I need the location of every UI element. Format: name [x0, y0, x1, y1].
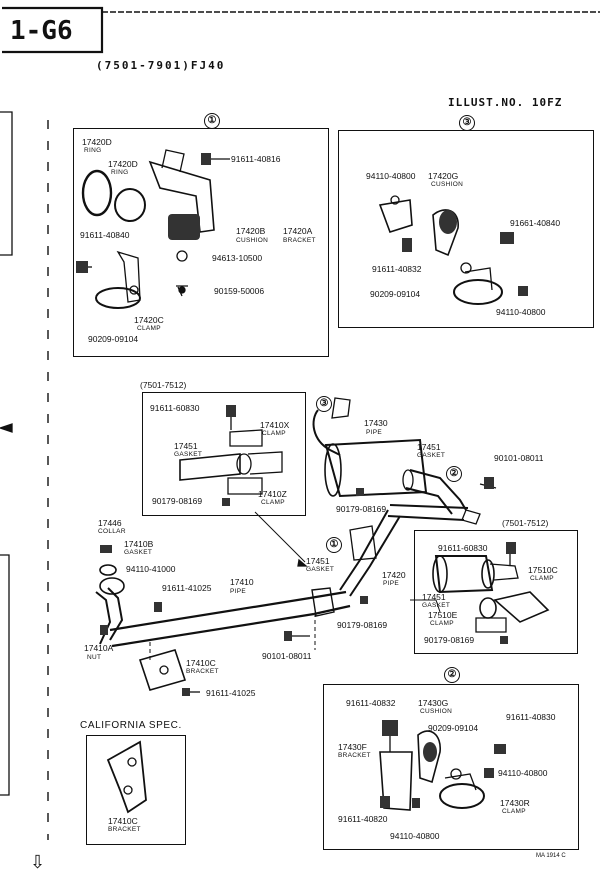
part-91611-40820: 91611-40820 [338, 814, 388, 824]
cushion-label-3: CUSHION [431, 181, 464, 188]
part-17510e: 17510E [428, 610, 458, 620]
main-marker-1: ① [326, 537, 342, 553]
part-91661-40840: 91661-40840 [510, 218, 561, 228]
part-94110-40800-b2: 94110-40800 [390, 831, 440, 841]
down-arrow-icon: ⇩ [30, 852, 46, 872]
part-91611-60830: 91611-60830 [150, 403, 200, 413]
part-90179-08169-top: 90179-08169 [152, 496, 203, 506]
part-17410c-cal: 17410C [108, 816, 138, 826]
section-1-marker: ① [204, 113, 220, 129]
part-90179-08169-ir: 90179-08169 [424, 635, 475, 645]
inset-right-range: (7501-7512) [502, 518, 549, 528]
part-17451-top: 17451 [174, 441, 198, 451]
part-17410b: 17410B [124, 539, 154, 549]
part-94110-40800-a: 94110-40800 [366, 171, 416, 181]
part-94613-10500: 94613-10500 [212, 253, 263, 263]
part-90209-09104-3: 90209-09104 [370, 289, 421, 299]
part-90101-08011-low: 90101-08011 [262, 651, 312, 661]
illustration-number: ILLUST.NO. 10FZ [448, 96, 563, 109]
part-91611-40832: 91611-40832 [372, 264, 422, 274]
bracket-cal-label: BRACKET [108, 826, 141, 833]
nut-label: NUT [87, 654, 102, 661]
gasket-c-label: GASKET [306, 566, 335, 573]
inset-right-box [414, 530, 578, 654]
part-17420b: 17420B [236, 226, 266, 236]
clamp-e-label: CLAMP [430, 620, 454, 627]
part-90209-09104: 90209-09104 [88, 334, 139, 344]
part-90209-09104-2: 90209-09104 [428, 723, 479, 733]
part-90159-50006: 90159-50006 [214, 286, 265, 296]
figure-code: MA 1914 C [536, 853, 566, 859]
part-94110-41000: 94110-41000 [126, 564, 176, 574]
pipe-tail-label: PIPE [366, 429, 383, 436]
cushion-label: CUSHION [236, 237, 269, 244]
part-17410a: 17410A [84, 643, 114, 653]
gasket-r-label: GASKET [417, 452, 446, 459]
bracket-2-label: BRACKET [338, 752, 371, 759]
part-17451-r: 17451 [417, 442, 441, 452]
section-2-box [323, 684, 579, 850]
clamp-2-label: CLAMP [502, 808, 526, 815]
gasket-ir-label: GASKET [422, 602, 451, 609]
part-17430f: 17430F [338, 742, 367, 752]
inset-top-box [142, 392, 306, 516]
cushion-2-label: CUSHION [420, 708, 453, 715]
model-range: (7501-7901)FJ40 [96, 59, 226, 72]
collar-label: COLLAR [98, 528, 126, 535]
california-box [86, 735, 186, 845]
part-17420g: 17420G [428, 171, 459, 181]
part-17410c: 17410C [186, 658, 216, 668]
pipe-front-label: PIPE [230, 588, 247, 595]
main-marker-2: ② [446, 466, 462, 482]
part-90179-08169-m: 90179-08169 [336, 504, 387, 514]
ring-label-a: RING [84, 147, 102, 154]
california-title: CALIFORNIA SPEC. [80, 720, 182, 731]
part-17430: 17430 [364, 418, 388, 428]
part-17420d-a: 17420D [82, 137, 112, 147]
part-91611-40816: 91611-40816 [231, 154, 281, 164]
bracket-label: BRACKET [283, 237, 316, 244]
pipe-center-label: PIPE [383, 580, 400, 587]
part-17446: 17446 [98, 518, 122, 528]
part-17420c: 17420C [134, 315, 164, 325]
section-3-marker: ③ [459, 115, 475, 131]
main-marker-3: ③ [316, 396, 332, 412]
part-91611-40840: 91611-40840 [80, 230, 130, 240]
part-17430g: 17430G [418, 698, 449, 708]
part-17410: 17410 [230, 577, 254, 587]
clamp-z-label: CLAMP [261, 499, 285, 506]
part-17420a: 17420A [283, 226, 313, 236]
part-17420: 17420 [382, 570, 406, 580]
part-17410z: 17410Z [258, 489, 287, 499]
part-17430r: 17430R [500, 798, 530, 808]
part-17420d-b: 17420D [108, 159, 138, 169]
part-91611-40832-2: 91611-40832 [346, 698, 396, 708]
inset-top-range: (7501-7512) [140, 380, 187, 390]
part-91611-60830-r: 91611-60830 [438, 543, 488, 553]
part-94110-40800-r2: 94110-40800 [498, 768, 548, 778]
ring-label-b: RING [111, 169, 129, 176]
bracket-c-label: BRACKET [186, 668, 219, 675]
part-91611-40830-2: 91611-40830 [506, 712, 556, 722]
page-code: 1-G6 [10, 16, 73, 46]
part-91611-41025-mid: 91611-41025 [162, 583, 212, 593]
part-17451-ir: 17451 [422, 592, 446, 602]
clamp-c-label: CLAMP [530, 575, 554, 582]
part-94110-40800-b: 94110-40800 [496, 307, 546, 317]
clamp-label: CLAMP [137, 325, 161, 332]
gasket-b-label: GASKET [124, 549, 153, 556]
part-90101-08011-r: 90101-08011 [494, 453, 544, 463]
part-90179-08169-c: 90179-08169 [337, 620, 388, 630]
gasket-label-top: GASKET [174, 451, 203, 458]
part-17510c: 17510C [528, 565, 558, 575]
part-91611-41025-br: 91611-41025 [206, 688, 256, 698]
part-17410x: 17410X [260, 420, 290, 430]
section-1-box [73, 128, 329, 357]
section-2-marker: ② [444, 667, 460, 683]
part-17451-c: 17451 [306, 556, 330, 566]
clamp-x-label: CLAMP [262, 430, 286, 437]
